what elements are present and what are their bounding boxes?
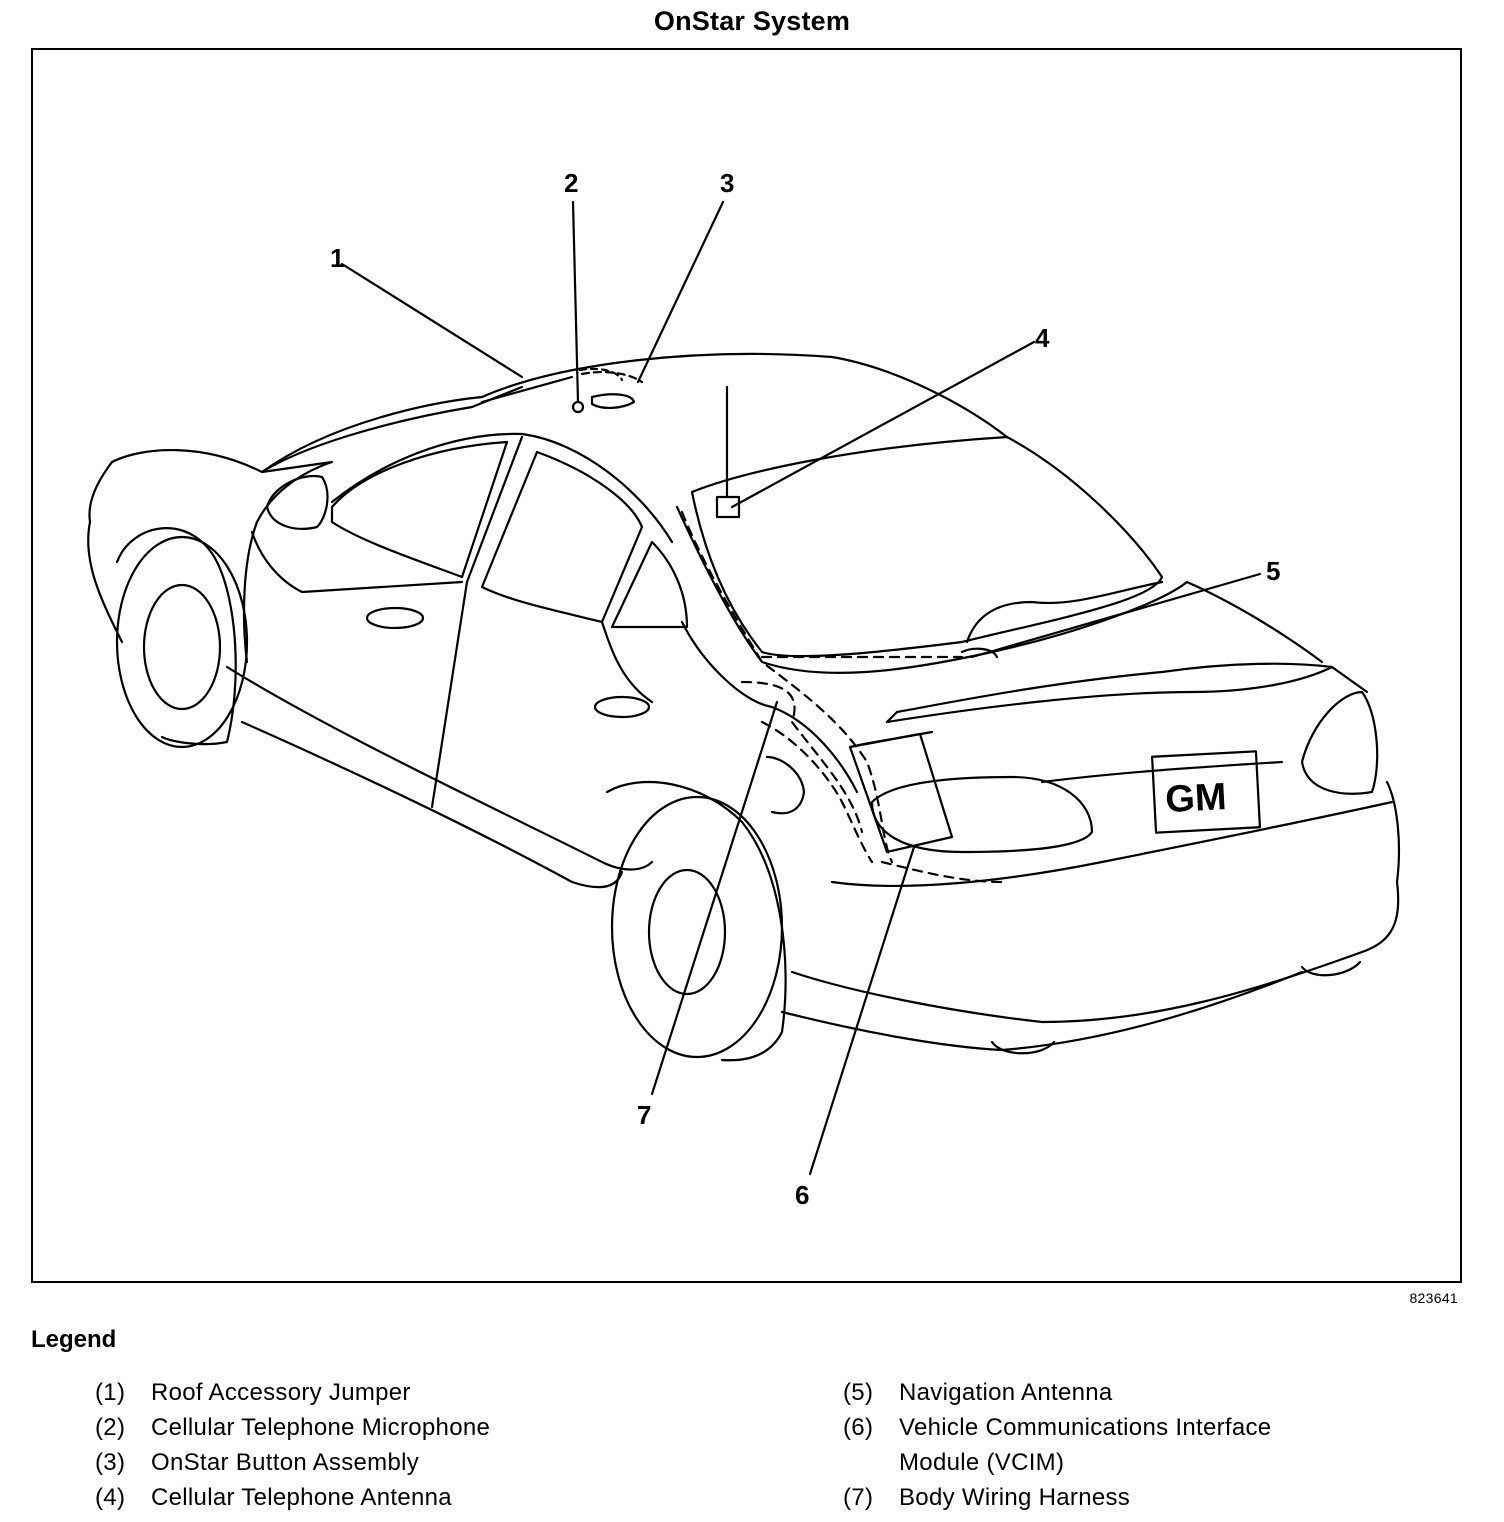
legend-item: (1) Roof Accessory Jumper — [95, 1375, 695, 1410]
door-frame — [330, 432, 674, 544]
legend-label: Roof Accessory Jumper — [151, 1379, 411, 1406]
harness-dashed-5 — [880, 860, 1004, 884]
rear-bumper-lower — [790, 780, 1401, 1024]
leader-1 — [340, 262, 524, 379]
legend-item: (5) Navigation Antenna — [843, 1375, 1443, 1410]
sill-line — [225, 665, 654, 871]
legend-number: (7) — [843, 1484, 874, 1511]
trunk-lid — [885, 665, 1334, 724]
rear-door-edge — [600, 620, 654, 704]
rear-window — [690, 435, 1164, 658]
roof-rear-edge — [260, 395, 484, 474]
license-plate — [1150, 750, 1262, 834]
callout-2: 2 — [564, 168, 578, 198]
legend-item: (2) Cellular Telephone Microphone — [95, 1410, 695, 1445]
front-door-handle — [365, 606, 425, 630]
legend-number: (2) — [95, 1414, 126, 1441]
legend-number: (6) — [843, 1414, 874, 1441]
legend-label: Vehicle Communications Interface Module … — [899, 1414, 1272, 1476]
callout-5: 5 — [1266, 556, 1280, 586]
exhaust-right — [1300, 960, 1362, 977]
quarter-window — [610, 540, 689, 629]
legend-item: (3) OnStar Button Assembly — [95, 1445, 695, 1480]
harness-dashed-4 — [760, 720, 874, 864]
leader-3 — [636, 200, 725, 384]
rear-deck — [965, 580, 1164, 644]
front-end — [87, 460, 124, 644]
vcim-module — [848, 732, 954, 854]
legend-item: (6) Vehicle Communications Interface Mod… — [843, 1410, 1343, 1480]
front-door-window — [330, 440, 509, 579]
microphone — [578, 367, 624, 382]
vcim-top — [848, 730, 934, 749]
b-pillar — [430, 435, 524, 809]
car-illustration: 1 2 3 4 5 6 7 GM — [87, 168, 1401, 1210]
lower-sill — [240, 720, 624, 889]
cell-antenna-box — [715, 495, 741, 519]
legend-column-left: (1) Roof Accessory Jumper (2) Cellular T… — [95, 1375, 695, 1515]
roof-jumper — [480, 375, 574, 404]
leader-5 — [970, 572, 1262, 659]
onstar-button — [590, 393, 636, 409]
front-wheel-tire — [115, 535, 249, 749]
callout-1: 1 — [330, 243, 344, 273]
leader-6 — [808, 845, 916, 1176]
front-door-edge — [250, 530, 464, 594]
legend-number: (4) — [95, 1484, 126, 1511]
left-tail-light — [870, 775, 1094, 854]
rear-bumper — [830, 800, 1394, 887]
rear-wheel-tire — [610, 795, 784, 1059]
harness-dashed-2 — [740, 680, 864, 834]
right-tail-light — [1300, 690, 1379, 795]
trunk-upper — [885, 662, 1369, 724]
legend-label: Navigation Antenna — [899, 1379, 1113, 1406]
rear-wheel-arch — [605, 780, 787, 1062]
callout-7: 7 — [637, 1100, 651, 1130]
callout-6: 6 — [795, 1180, 809, 1210]
harness-dashed-1 — [680, 510, 894, 864]
legend-label: Cellular Telephone Antenna — [151, 1484, 452, 1511]
legend-label: Cellular Telephone Microphone — [151, 1414, 491, 1441]
figure-id: 823641 — [1409, 1290, 1458, 1306]
rear-door-handle — [593, 695, 651, 719]
legend-item: (4) Cellular Telephone Antenna — [95, 1480, 695, 1515]
rear-quarter — [680, 620, 859, 794]
rear-wheel-rim — [647, 868, 727, 996]
legend-heading: Legend — [31, 1326, 117, 1353]
diagram-frame: 1 2 3 4 5 6 7 GM — [31, 48, 1462, 1283]
windshield — [260, 385, 524, 474]
license-plate-text: GM — [1164, 776, 1227, 821]
nav-antenna — [960, 647, 999, 659]
microphone-dot — [571, 400, 585, 414]
leader-2 — [571, 200, 580, 404]
legend-number: (5) — [843, 1379, 874, 1406]
front-wheel-rim — [142, 583, 222, 711]
legend-number: (3) — [95, 1449, 126, 1476]
diagram-title: OnStar System — [653, 6, 851, 36]
legend-item: (7) Body Wiring Harness — [843, 1480, 1443, 1515]
fuel-door — [765, 755, 806, 815]
callout-3: 3 — [720, 168, 734, 198]
side-mirror — [265, 474, 329, 530]
leader-4 — [730, 340, 1036, 509]
exhaust-left — [990, 1040, 1056, 1055]
legend-number: (1) — [95, 1379, 126, 1406]
legend-label: Body Wiring Harness — [899, 1484, 1131, 1511]
roof-outline — [480, 352, 1009, 439]
leader-7 — [650, 700, 779, 1096]
rear-fascia — [780, 970, 1304, 1052]
trunk-lid-edge — [1040, 760, 1284, 784]
headliner-dashed — [580, 371, 644, 384]
legend-label: OnStar Button Assembly — [151, 1449, 420, 1476]
legend-column-right: (5) Navigation Antenna (6) Vehicle Commu… — [843, 1375, 1443, 1515]
callout-4: 4 — [1035, 323, 1050, 353]
front-wheel-arch — [115, 527, 237, 746]
